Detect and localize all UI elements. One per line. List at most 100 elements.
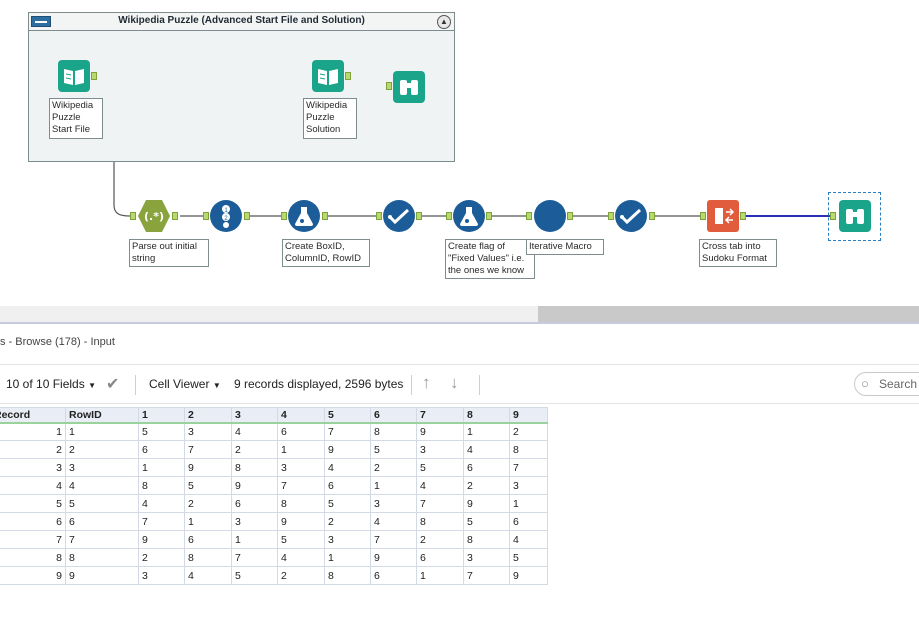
table-cell[interactable]: 9 <box>324 440 371 459</box>
arrow-down-icon[interactable]: ↓ <box>450 373 459 392</box>
output-anchor[interactable] <box>649 212 655 220</box>
output-anchor[interactable] <box>322 212 328 220</box>
table-cell[interactable]: 8 <box>324 566 371 585</box>
table-cell[interactable]: 4 <box>231 422 278 441</box>
table-cell[interactable]: 6 <box>277 422 325 441</box>
output-anchor[interactable] <box>416 212 422 220</box>
table-cell[interactable]: 4 <box>277 548 325 567</box>
table-cell[interactable]: 4 <box>65 476 139 495</box>
table-cell[interactable]: 1 <box>184 512 232 531</box>
table-cell[interactable]: 1 <box>65 422 139 441</box>
table-cell[interactable]: 7 <box>509 458 548 477</box>
input-tool-solution[interactable] <box>312 60 344 92</box>
output-anchor[interactable] <box>172 212 178 220</box>
column-header[interactable]: Record <box>0 407 66 424</box>
table-cell[interactable]: 2 <box>138 548 185 567</box>
checkmark-icon[interactable]: ✔ <box>106 376 120 393</box>
table-cell[interactable]: 8 <box>509 440 548 459</box>
table-cell[interactable]: 6 <box>509 512 548 531</box>
table-cell[interactable]: 8 <box>416 512 464 531</box>
column-header[interactable]: 5 <box>324 407 371 424</box>
table-cell[interactable]: 2 <box>324 512 371 531</box>
table-cell[interactable]: 5 <box>509 548 548 567</box>
iterative-macro-tool[interactable] <box>534 200 566 232</box>
canvas-horizontal-scrollbar[interactable] <box>0 306 919 322</box>
table-cell[interactable]: 9 <box>184 458 232 477</box>
table-cell[interactable]: 6 <box>416 548 464 567</box>
table-cell[interactable]: 4 <box>509 530 548 549</box>
table-cell[interactable]: 3 <box>324 530 371 549</box>
fields-selector[interactable]: 10 of 10 Fields ▼ <box>6 377 96 391</box>
input-anchor[interactable] <box>830 212 836 220</box>
record-number[interactable]: 7 <box>0 530 66 549</box>
column-header[interactable]: RowID <box>65 407 139 424</box>
table-cell[interactable]: 1 <box>370 476 417 495</box>
table-cell[interactable]: 1 <box>138 458 185 477</box>
table-cell[interactable]: 5 <box>416 458 464 477</box>
container-toggle-icon[interactable] <box>31 16 51 27</box>
table-cell[interactable]: 9 <box>138 530 185 549</box>
input-anchor[interactable] <box>130 212 136 220</box>
table-cell[interactable]: 9 <box>509 566 548 585</box>
table-cell[interactable]: 7 <box>184 440 232 459</box>
output-anchor[interactable] <box>567 212 573 220</box>
input-anchor[interactable] <box>608 212 614 220</box>
table-cell[interactable]: 5 <box>138 422 185 441</box>
input-anchor[interactable] <box>281 212 287 220</box>
column-header[interactable]: 1 <box>138 407 185 424</box>
table-cell[interactable]: 3 <box>370 494 417 513</box>
table-cell[interactable]: 3 <box>184 422 232 441</box>
output-anchor[interactable] <box>91 72 97 80</box>
table-cell[interactable]: 7 <box>65 530 139 549</box>
table-cell[interactable]: 8 <box>184 548 232 567</box>
column-header[interactable]: 6 <box>370 407 417 424</box>
workflow-canvas[interactable]: Wikipedia Puzzle (Advanced Start File an… <box>0 0 919 306</box>
record-number[interactable]: 4 <box>0 476 66 495</box>
table-cell[interactable]: 2 <box>463 476 510 495</box>
table-cell[interactable]: 4 <box>416 476 464 495</box>
table-cell[interactable]: 3 <box>65 458 139 477</box>
table-cell[interactable]: 7 <box>138 512 185 531</box>
table-cell[interactable]: 8 <box>138 476 185 495</box>
table-cell[interactable]: 2 <box>416 530 464 549</box>
column-header[interactable]: 9 <box>509 407 548 424</box>
table-cell[interactable]: 9 <box>65 566 139 585</box>
input-anchor[interactable] <box>446 212 452 220</box>
table-cell[interactable]: 3 <box>416 440 464 459</box>
table-cell[interactable]: 7 <box>370 530 417 549</box>
table-cell[interactable]: 7 <box>416 494 464 513</box>
scrollbar-thumb[interactable] <box>538 306 919 322</box>
table-cell[interactable]: 5 <box>184 476 232 495</box>
table-cell[interactable]: 5 <box>65 494 139 513</box>
formula-tool-flag[interactable] <box>453 200 485 232</box>
column-header[interactable]: 2 <box>184 407 232 424</box>
record-number[interactable]: 5 <box>0 494 66 513</box>
formula-tool-boxid[interactable] <box>288 200 320 232</box>
table-cell[interactable]: 7 <box>324 422 371 441</box>
collapse-icon[interactable]: ▲ <box>437 15 451 29</box>
select-tool-1[interactable] <box>383 200 415 232</box>
record-number[interactable]: 8 <box>0 548 66 567</box>
record-number[interactable]: 2 <box>0 440 66 459</box>
output-anchor[interactable] <box>244 212 250 220</box>
table-cell[interactable]: 4 <box>463 440 510 459</box>
table-cell[interactable]: 6 <box>231 494 278 513</box>
table-cell[interactable]: 3 <box>231 512 278 531</box>
cell-viewer-button[interactable]: Cell Viewer ▼ <box>149 377 221 391</box>
table-cell[interactable]: 9 <box>370 548 417 567</box>
output-anchor[interactable] <box>740 212 746 220</box>
table-cell[interactable]: 1 <box>509 494 548 513</box>
record-number[interactable]: 3 <box>0 458 66 477</box>
table-cell[interactable]: 5 <box>231 566 278 585</box>
table-cell[interactable]: 4 <box>324 458 371 477</box>
table-cell[interactable]: 7 <box>277 476 325 495</box>
table-cell[interactable]: 4 <box>138 494 185 513</box>
